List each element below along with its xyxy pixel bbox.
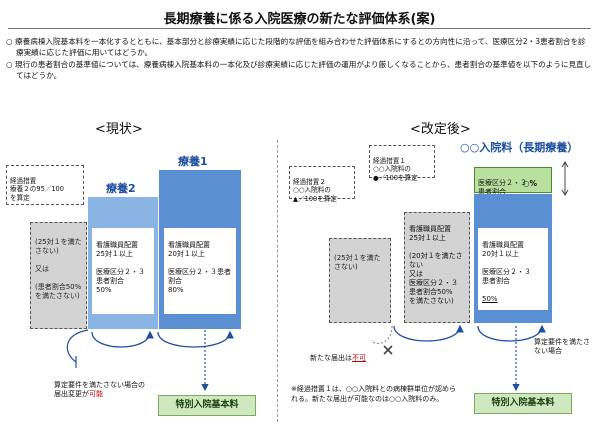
intro-text: ○ 療養病棟入院基本料を一本化するとともに、基本部分と診療実績に応じた段階的な評… [6,36,592,82]
intro-bullet-2: ○ 現行の患者割合の基準値については、療養病棟入院基本料の一本化及び診療実績に応… [6,59,592,81]
footnote: ※経過措置１は、○○入院料との病棟群単位が認められる。新たな届出が可能なのは○○… [291,385,457,403]
right-blue-box: 看護職員配置 20対１以上 医療区分２・３ 患者割合 50% [478,228,548,310]
ryoyo2-label: 療養2 [106,182,136,195]
keika-text-left: 経過措置 療養２の95／100 を算定 [10,176,64,202]
note-left-text: 算定要件を満たさない場合の 届出変更が [54,381,145,398]
special-label-left: 特別入院基本料 [158,395,256,416]
keika2-text: 経過措置２ ○○入院料の ▲／100を算定 [293,177,338,203]
title-divider [8,28,591,29]
intro-bullet-1: ○ 療養病棟入院基本料を一本化するとともに、基本部分と診療実績に応じた段階的な評… [6,37,586,58]
keika2-box: 経過措置２ ○○入院料の ▲／100を算定 [289,166,355,203]
new-filing-note: 新たな届出は不可 [310,354,366,363]
right-blue-pct: 50% [482,295,498,303]
curve-left-2 [91,330,154,348]
ryoyo2-box: 看護職員配置 25対１以上 医療区分２・３ 患者割合 50% [92,228,154,314]
gray-box-left: (25対１を満たさない) 又は (患者割合50%を満たさない) [30,222,87,329]
curve-left-1 [157,330,234,348]
page-title: 長期療養に係る入院医療の新たな評価体系(案) [163,12,436,27]
right-col-label: ○○入院料（長期療養） [460,141,579,154]
note-left-red: 可能 [89,390,103,398]
gray-text-left: (25対１を満たさない) 又は (患者割合50%を満たさない) [35,238,82,300]
dash-box-right: 看護職員配置 25対１以上 (20対１を満たさない 又は 医療区分２・３ 患者割… [404,212,470,323]
gray-text-right: (25対１を満たさない) [334,254,381,271]
new-filing-text: 新たな届出は [310,354,352,362]
panel-divider [277,140,278,422]
green-pct: ○% [523,179,538,188]
cross-mark [383,345,393,355]
dash-box-text: 看護職員配置 25対１以上 (20対１を満たさない 又は 医療区分２・３ 患者割… [409,225,463,305]
left-heading: <現状> [95,122,143,137]
right-note: 算定要件を満たさない場合 [534,329,594,356]
keika1-box: 経過措置１ ○○入院料の ●／100を算定 [369,145,435,182]
green-box: 医療区分２・３ 患者割合 ○% [474,167,552,196]
ryoyo1-text: 看護職員配置 20対１以上 医療区分２・３患者割合 80% [168,241,231,294]
keika1-text: 経過措置１ ○○入院料の ●／100を算定 [373,156,418,182]
ryoyo2-text: 看護職員配置 25対１以上 医療区分２・３ 患者割合 50% [96,241,145,294]
curve-right-1 [393,324,464,342]
ryoyo1-box: 看護職員配置 20対１以上 医療区分２・３患者割合 80% [164,228,236,314]
ryoyo1-label: 療養1 [178,155,208,168]
curve-right-2 [477,324,546,342]
green-text: 医療区分２・３ 患者割合 [478,179,527,196]
right-note-text: 算定要件を満たさない場合 [534,338,590,355]
gray-box-right: (25対１を満たさない) [329,238,391,323]
special-label-right: 特別入院基本料 [474,393,572,414]
right-heading: <改定後> [410,122,471,137]
note-left: 算定要件を満たさない場合の 届出変更が可能 [54,372,184,399]
curve-left-down [66,329,89,363]
new-filing-red: 不可 [352,354,366,362]
right-blue-text: 看護職員配置 20対１以上 医療区分２・３ 患者割合 [482,241,531,285]
keika-box-left: 経過措置 療養２の95／100 を算定 [6,165,84,205]
